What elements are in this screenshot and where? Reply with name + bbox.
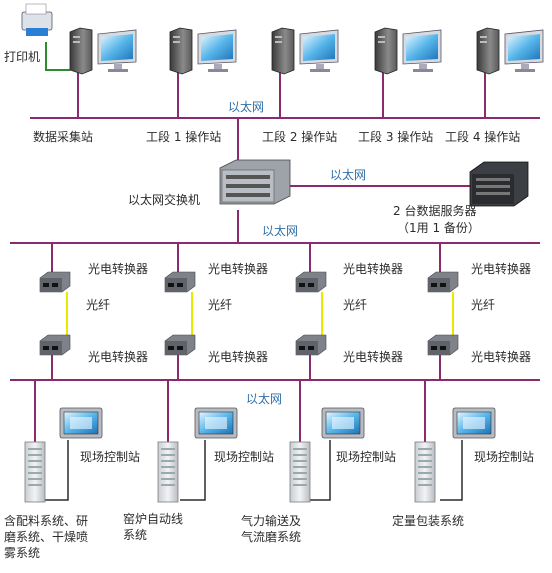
fiber-label: 光纤 (86, 298, 111, 312)
control-cabinet-icon (414, 441, 436, 503)
system-1-label: 含配料系统、研 (4, 514, 89, 528)
operator-station-1-label: 工段 1 操作站 (146, 130, 222, 144)
optical-converter-label: 光电转换器 (343, 350, 404, 364)
optical-converter-icon (39, 334, 71, 356)
hmi-panel-icon (59, 407, 103, 439)
hmi-panel-icon (452, 407, 496, 439)
fiber-label: 光纤 (471, 298, 496, 312)
optical-converter-icon (295, 334, 327, 356)
data-acquisition-pc-icon (69, 27, 137, 75)
ethernet-label: 以太网 (246, 392, 283, 406)
ethernet-switch-icon (219, 159, 291, 205)
operator-pc-icon (271, 27, 339, 75)
printer-link (45, 42, 70, 71)
optical-converter-label: 光电转换器 (343, 262, 404, 276)
optical-converter-icon (427, 334, 459, 356)
fiber-label: 光纤 (208, 298, 233, 312)
ethernet-label: 以太网 (330, 168, 367, 182)
data-server-label: 2 台数据服务器 (393, 204, 477, 218)
ethernet-label: 以太网 (262, 224, 299, 238)
ethernet-label: 以太网 (228, 100, 265, 114)
field-control-station-label: 现场控制站 (474, 450, 535, 464)
field-control-station-label: 现场控制站 (214, 450, 275, 464)
operator-pc-icon (476, 27, 544, 75)
field-control-station-label: 现场控制站 (336, 450, 397, 464)
system-2-label: 窑炉自动线 (123, 512, 184, 526)
system-3-label: 气力输送及 (241, 514, 302, 528)
system-3-label: 气流磨系统 (241, 530, 302, 544)
system-1-label: 磨系统、干燥喷 (4, 530, 89, 544)
optical-converter-label: 光电转换器 (471, 262, 532, 276)
operator-station-2-label: 工段 2 操作站 (262, 130, 338, 144)
optical-converter-icon (164, 334, 196, 356)
optical-converter-icon (427, 271, 459, 293)
data-server-icon (469, 161, 529, 207)
ethernet-switch-label: 以太网交换机 (128, 193, 201, 207)
printer-icon (21, 3, 53, 36)
optical-converter-label: 光电转换器 (208, 350, 269, 364)
fiber-label: 光纤 (343, 298, 368, 312)
field-control-station-label: 现场控制站 (80, 450, 141, 464)
operator-pc-icon (374, 27, 442, 75)
optical-converter-icon (164, 271, 196, 293)
operator-station-3-label: 工段 3 操作站 (358, 130, 434, 144)
hmi-panel-icon (194, 407, 238, 439)
optical-converter-label: 光电转换器 (88, 350, 149, 364)
control-cabinet-icon (289, 441, 311, 503)
printer-label: 打印机 (4, 50, 41, 64)
data-acquisition-station-label: 数据采集站 (33, 130, 94, 144)
data-server-note: （1用 1 备份） (397, 221, 480, 235)
system-1-label: 雾系统 (4, 546, 41, 560)
operator-pc-icon (169, 27, 237, 75)
operator-station-4-label: 工段 4 操作站 (445, 130, 521, 144)
optical-converter-label: 光电转换器 (208, 262, 269, 276)
optical-converter-label: 光电转换器 (471, 350, 532, 364)
optical-converter-icon (39, 271, 71, 293)
control-cabinet-icon (24, 441, 46, 503)
control-cabinet-icon (157, 441, 179, 503)
optical-converter-label: 光电转换器 (88, 262, 149, 276)
system-4-label: 定量包装系统 (392, 514, 465, 528)
hmi-panel-icon (321, 407, 365, 439)
optical-converter-icon (295, 271, 327, 293)
system-2-label: 系统 (123, 528, 148, 542)
